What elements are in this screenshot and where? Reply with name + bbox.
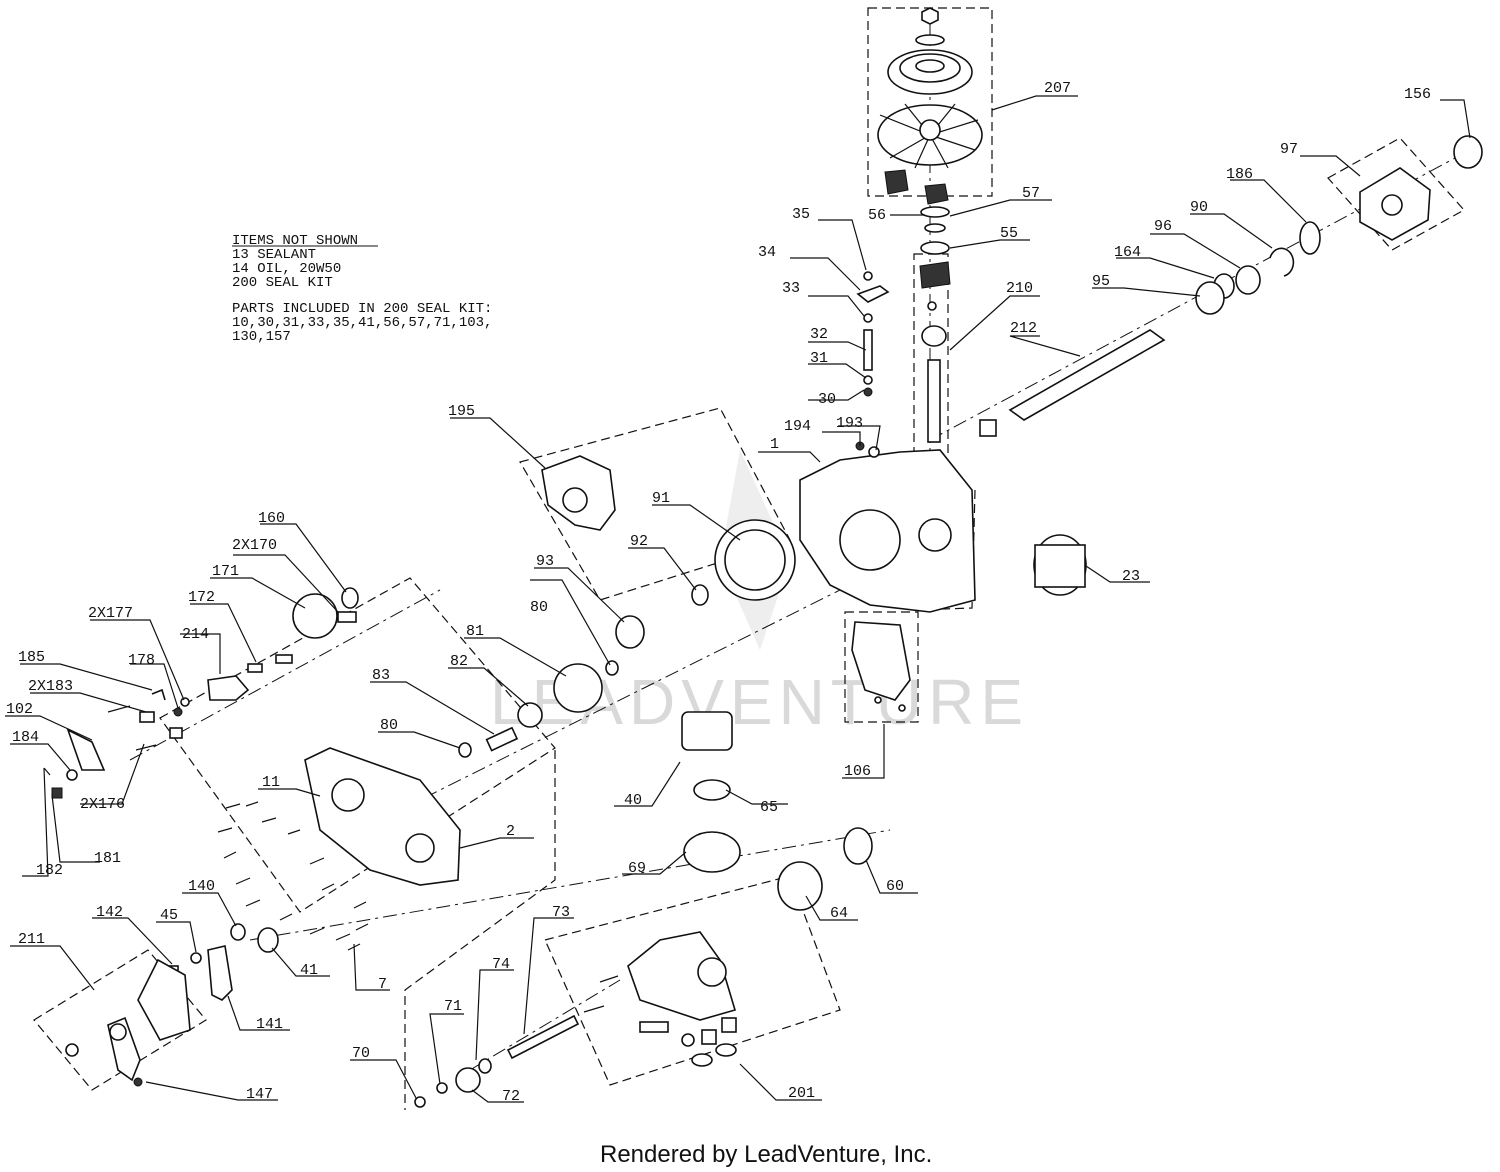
callout-81: 81 xyxy=(466,623,484,640)
callout-labels: 207 57 56 55 35 34 33 32 31 30 210 212 1… xyxy=(6,80,1431,1105)
callout-35: 35 xyxy=(792,206,810,223)
callout-55: 55 xyxy=(1000,225,1018,242)
note-line-2: 14 OIL, 20W50 xyxy=(232,261,341,277)
callout-193: 193 xyxy=(836,415,863,432)
pump-shaft-parts xyxy=(414,1014,580,1108)
callout-2: 2 xyxy=(506,823,515,840)
callout-106: 106 xyxy=(844,763,871,780)
callout-214: 214 xyxy=(182,626,209,643)
callout-64: 64 xyxy=(830,905,848,922)
callout-160: 160 xyxy=(258,510,285,527)
callout-70: 70 xyxy=(352,1045,370,1062)
callout-186: 186 xyxy=(1226,166,1253,183)
callout-194: 194 xyxy=(784,418,811,435)
leader-lines xyxy=(5,95,1471,1103)
callout-69: 69 xyxy=(628,860,646,877)
callout-23: 23 xyxy=(1122,568,1140,585)
callout-195: 195 xyxy=(448,403,475,420)
callout-83: 83 xyxy=(372,667,390,684)
control-arm-pin-assembly xyxy=(856,271,890,397)
callout-212: 212 xyxy=(1010,320,1037,337)
callout-7: 7 xyxy=(378,976,387,993)
note-line-3: 200 SEAL KIT xyxy=(232,275,333,291)
callout-95: 95 xyxy=(1092,273,1110,290)
callout-1: 1 xyxy=(770,436,779,453)
callout-34: 34 xyxy=(758,244,776,261)
callout-32: 32 xyxy=(810,326,828,343)
callout-41: 41 xyxy=(300,962,318,979)
callout-92: 92 xyxy=(630,533,648,550)
seal-kit-line-2: 130,157 xyxy=(232,329,291,345)
callout-164: 164 xyxy=(1114,244,1141,261)
callout-178: 178 xyxy=(128,652,155,669)
callout-142: 142 xyxy=(96,904,123,921)
footer-credit: Rendered by LeadVenture, Inc. xyxy=(600,1141,932,1168)
seal-kit-line-1: 10,30,31,33,35,41,56,57,71,103, xyxy=(232,315,492,331)
callout-40: 40 xyxy=(624,792,642,809)
callout-141: 141 xyxy=(256,1016,283,1033)
callout-93: 93 xyxy=(536,553,554,570)
callout-102: 102 xyxy=(6,701,33,718)
oil-filter xyxy=(1033,534,1087,596)
callout-30: 30 xyxy=(818,391,836,408)
callout-171: 171 xyxy=(212,563,239,580)
callout-82: 82 xyxy=(450,653,468,670)
callout-207: 207 xyxy=(1044,80,1071,97)
callout-2x177: 2X177 xyxy=(88,605,133,622)
callout-60: 60 xyxy=(886,878,904,895)
callout-90: 90 xyxy=(1190,199,1208,216)
notes-heading: ITEMS NOT SHOWN xyxy=(232,233,358,249)
callout-97: 97 xyxy=(1280,141,1298,158)
callout-185: 185 xyxy=(18,649,45,666)
note-line-1: 13 SEALANT xyxy=(232,247,316,263)
callout-74: 74 xyxy=(492,956,510,973)
brake-parts xyxy=(43,587,359,799)
callout-65: 65 xyxy=(760,799,778,816)
callout-72: 72 xyxy=(502,1088,520,1105)
callout-45: 45 xyxy=(160,907,178,924)
fan-shroud-106 xyxy=(851,621,911,712)
callout-11: 11 xyxy=(262,774,280,791)
callout-181: 181 xyxy=(94,850,121,867)
bypass-and-brake-arm-parts xyxy=(65,923,279,1087)
axle-side-parts xyxy=(979,135,1483,437)
items-not-shown-notes: ITEMS NOT SHOWN 13 SEALANT 14 OIL, 20W50… xyxy=(232,233,492,345)
callout-73: 73 xyxy=(552,904,570,921)
callout-31: 31 xyxy=(810,350,828,367)
input-shaft-assembly xyxy=(919,206,951,443)
callout-80-upper: 80 xyxy=(530,599,548,616)
callout-56: 56 xyxy=(868,207,886,224)
callout-210: 210 xyxy=(1006,280,1033,297)
callout-2x170: 2X170 xyxy=(232,537,277,554)
callout-57: 57 xyxy=(1022,185,1040,202)
side-cover-housing xyxy=(304,747,461,886)
callout-156: 156 xyxy=(1404,86,1431,103)
callout-211: 211 xyxy=(18,931,45,948)
callout-172: 172 xyxy=(188,589,215,606)
callout-140: 140 xyxy=(188,878,215,895)
callout-71: 71 xyxy=(444,998,462,1015)
callout-80-lower: 80 xyxy=(380,717,398,734)
pulley-fan-assembly xyxy=(877,7,983,205)
callout-2x183: 2X183 xyxy=(28,678,73,695)
pump-and-motor-parts xyxy=(583,711,873,1067)
seal-kit-heading: PARTS INCLUDED IN 200 SEAL KIT: xyxy=(232,301,492,317)
gear-cover-195 xyxy=(541,455,616,531)
callout-91: 91 xyxy=(652,490,670,507)
callout-33: 33 xyxy=(782,280,800,297)
callout-2x176: 2X176 xyxy=(80,796,125,813)
assembly-axes xyxy=(129,20,1471,1071)
callout-147: 147 xyxy=(246,1086,273,1103)
callout-201: 201 xyxy=(788,1085,815,1102)
callout-184: 184 xyxy=(12,729,39,746)
callout-96: 96 xyxy=(1154,218,1172,235)
main-housing xyxy=(799,441,976,613)
callout-182: 182 xyxy=(36,862,63,879)
